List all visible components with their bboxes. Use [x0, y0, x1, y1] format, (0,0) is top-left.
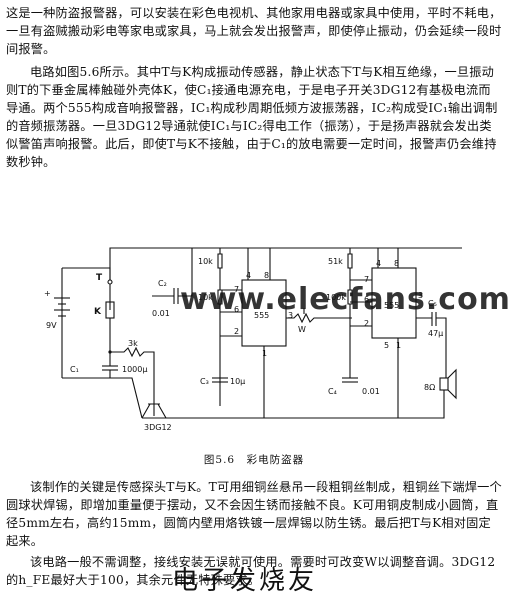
battery-voltage-label: 9V: [46, 321, 57, 330]
ic2-pin2: 2: [364, 319, 369, 328]
transistor-3dg12: [141, 403, 167, 419]
c2-label: C₂: [158, 279, 167, 288]
ic2-label: 555: [384, 301, 399, 310]
wire-ground: [142, 390, 445, 419]
watermark-site: www.elecfans.com: [180, 282, 508, 317]
resistor-3k: [110, 346, 155, 404]
ic1-pin3: 3: [288, 311, 293, 320]
c3-value: 10μ: [230, 377, 245, 386]
speaker-label: 8Ω: [424, 383, 435, 392]
figure-caption: 图5.6 彩电防盗器: [203, 454, 305, 466]
c2-value: 0.01: [152, 309, 170, 318]
resistor-100k: [347, 268, 353, 305]
c3-label: C₃: [200, 377, 209, 386]
ic2-pin8: 8: [394, 259, 399, 268]
ic2-pin3: 3: [418, 291, 423, 300]
ic2-555: [371, 267, 417, 339]
speaker-body: [439, 377, 449, 391]
speaker-cone: [447, 368, 457, 400]
ic1-pin8: 8: [264, 271, 269, 280]
sensor-k-label: K: [94, 307, 102, 317]
transistor-label: 3DG12: [144, 423, 172, 432]
battery-plus-label: +: [44, 289, 51, 298]
paragraph-sensor: 该制作的关键是传感探头T与K。T可用细铜丝悬吊一段粗铜丝制成，粗铜丝下端焊一个圆…: [6, 480, 502, 548]
r51k-label: 51k: [328, 257, 343, 266]
ic1-pin2: 2: [234, 327, 239, 336]
ic1-label: 555: [254, 311, 269, 320]
c4-label: C₄: [328, 387, 337, 396]
paragraph-adjustment: 该电路一般不需调整，接线安装无误就可使用。需要时可改变W以调整音调。3DG12的…: [6, 555, 496, 587]
c4-value: 0.01: [362, 387, 380, 396]
wire-left-bottom: [62, 377, 143, 419]
c2-leads: [152, 248, 193, 297]
c5-leads: [416, 317, 447, 378]
wire-left-top: [61, 267, 111, 378]
c1-label: C₁: [70, 365, 79, 374]
r10k-label-1: 10k: [198, 257, 213, 266]
ic2-pin6: 6: [364, 295, 369, 304]
paragraph-intro: 这是一种防盗报警器，可以安装在彩色电视机、其他家用电器或家具中使用，平时不耗电，…: [6, 6, 502, 56]
paragraph-circuit-description: 电路如图5.6所示。其中T与K构成振动传感器，静止状态下T与K相互绝缘，一旦振动…: [6, 65, 498, 169]
resistor-3k-label: 3k: [128, 339, 138, 348]
c1-value: 1000μ: [122, 365, 147, 374]
c5-value: 47μ: [428, 329, 443, 338]
pot-label: W: [298, 325, 306, 334]
r100k-label: 100k: [326, 293, 346, 302]
resistor-10k-1: [217, 248, 223, 269]
c5-label: C₅: [428, 299, 437, 308]
potentiometer-w: [286, 312, 352, 324]
ic1-pin6: 6: [234, 305, 239, 314]
wire-supply-top: [109, 247, 462, 280]
ic2-pin5: 5: [384, 341, 389, 350]
r10k-label-2: 10k: [198, 293, 213, 302]
sensor-t-node: [107, 279, 113, 285]
sensor-t-label: T: [96, 273, 103, 283]
ic1-wires: [220, 248, 271, 418]
watermark-brand: 电子发烧友: [172, 566, 318, 596]
ic2-wires: [350, 248, 399, 418]
circuit-diagram: + 9V T K 3k C₁ 1000μ 3DG12 C₂ 0.01 10k 1…: [44, 247, 462, 432]
resistor-51k: [347, 248, 353, 269]
